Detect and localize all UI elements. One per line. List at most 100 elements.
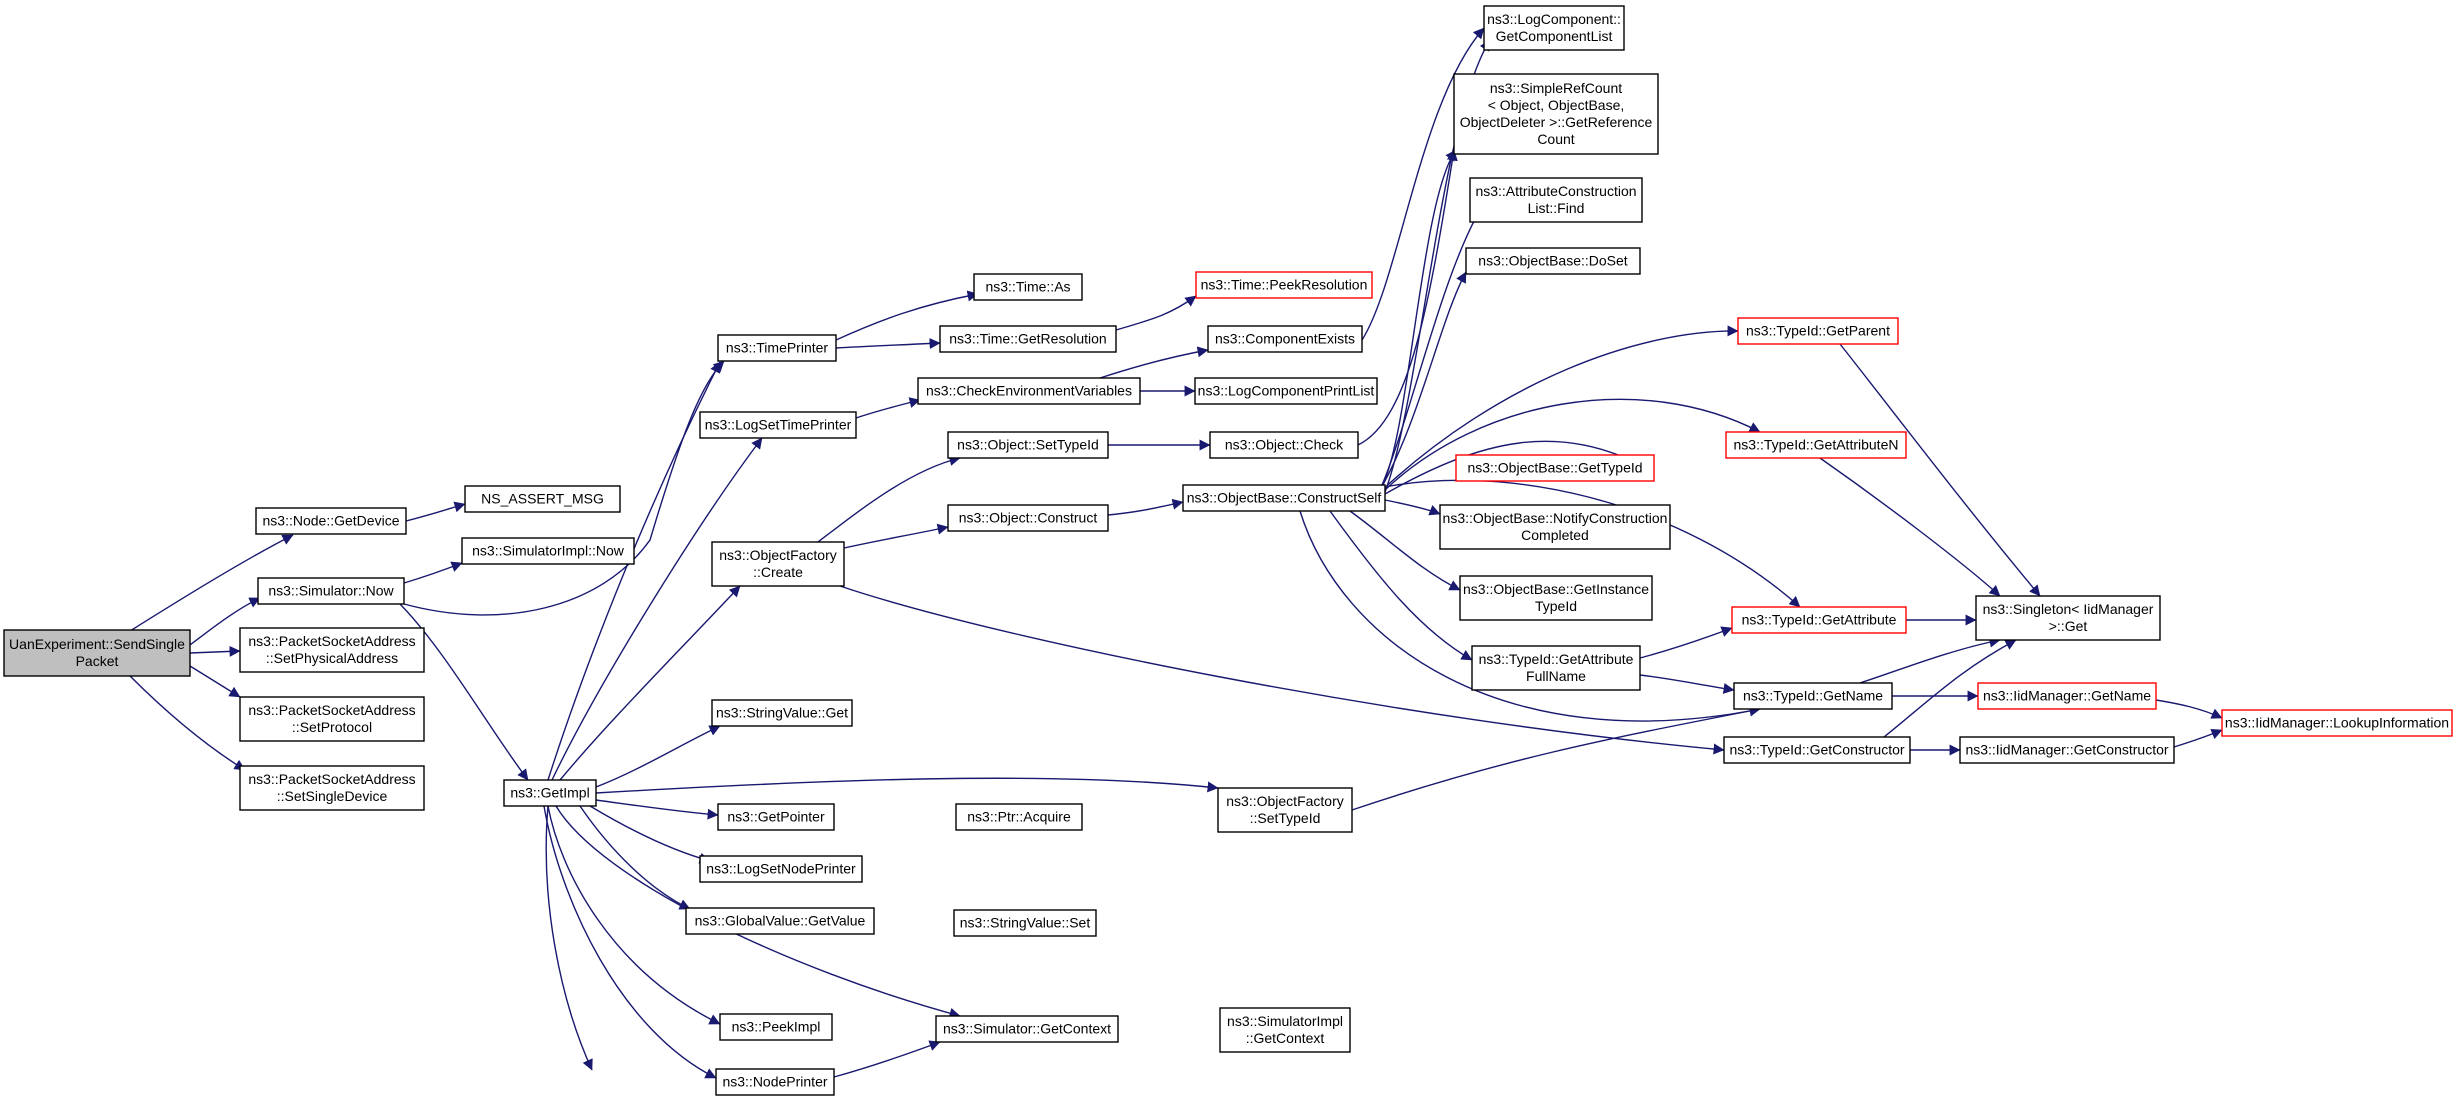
graph-node-psa-single[interactable]: ns3::PacketSocketAddress::SetSingleDevic… bbox=[239, 765, 425, 811]
graph-node-assert[interactable]: NS_ASSERT_MSG bbox=[464, 485, 621, 513]
graph-node-iid-getname[interactable]: ns3::IidManager::GetName bbox=[1977, 682, 2157, 710]
graph-node-tid-getattrn[interactable]: ns3::TypeId::GetAttributeN bbox=[1725, 431, 1907, 459]
graph-node-obj-settypeid[interactable]: ns3::Object::SetTypeId bbox=[947, 431, 1109, 459]
graph-node-simimpl-now[interactable]: ns3::SimulatorImpl::Now bbox=[461, 537, 635, 565]
node-box[interactable] bbox=[1731, 606, 1907, 634]
node-box[interactable] bbox=[503, 779, 597, 807]
node-box[interactable] bbox=[947, 504, 1109, 532]
graph-node-singleton-get[interactable]: ns3::Singleton< IidManager>::Get bbox=[1975, 595, 2161, 641]
graph-node-simplerefcount[interactable]: ns3::SimpleRefCount< Object, ObjectBase,… bbox=[1453, 73, 1659, 155]
node-box[interactable] bbox=[239, 696, 425, 742]
node-box[interactable] bbox=[1733, 682, 1893, 710]
graph-node-logcompprintlist[interactable]: ns3::LogComponentPrintList bbox=[1194, 377, 1378, 405]
node-box[interactable] bbox=[917, 377, 1141, 405]
graph-node-ob-doset[interactable]: ns3::ObjectBase::DoSet bbox=[1465, 247, 1641, 275]
graph-node-psa-phys[interactable]: ns3::PacketSocketAddress::SetPhysicalAdd… bbox=[239, 627, 425, 673]
node-box[interactable] bbox=[711, 699, 853, 727]
node-box[interactable] bbox=[719, 1013, 833, 1041]
node-box[interactable] bbox=[2221, 709, 2453, 737]
graph-node-sim-getcontext[interactable]: ns3::Simulator::GetContext bbox=[935, 1015, 1119, 1043]
node-box[interactable] bbox=[955, 803, 1083, 831]
node-box[interactable] bbox=[699, 411, 857, 439]
graph-node-sim-now[interactable]: ns3::Simulator::Now bbox=[257, 577, 405, 605]
node-box[interactable] bbox=[935, 1015, 1119, 1043]
graph-node-psa-proto[interactable]: ns3::PacketSocketAddress::SetProtocol bbox=[239, 696, 425, 742]
node-box[interactable] bbox=[1182, 484, 1386, 512]
graph-node-time-getres[interactable]: ns3::Time::GetResolution bbox=[939, 325, 1117, 353]
graph-node-tid-getparent[interactable]: ns3::TypeId::GetParent bbox=[1737, 317, 1899, 345]
node-box[interactable] bbox=[1194, 377, 1378, 405]
graph-node-ptr-acquire[interactable]: ns3::Ptr::Acquire bbox=[955, 803, 1083, 831]
node-box[interactable] bbox=[255, 507, 407, 535]
graph-node-getpointer[interactable]: ns3::GetPointer bbox=[717, 803, 835, 831]
graph-node-compexists[interactable]: ns3::ComponentExists bbox=[1207, 325, 1363, 353]
node-box[interactable] bbox=[1217, 787, 1353, 833]
node-box[interactable] bbox=[939, 325, 1117, 353]
graph-node-logsettimeprinter[interactable]: ns3::LogSetTimePrinter bbox=[699, 411, 857, 439]
node-box[interactable] bbox=[717, 803, 835, 831]
graph-node-tid-getname[interactable]: ns3::TypeId::GetName bbox=[1733, 682, 1893, 710]
node-box[interactable] bbox=[711, 541, 845, 587]
graph-node-peekimpl[interactable]: ns3::PeekImpl bbox=[719, 1013, 833, 1041]
node-box[interactable] bbox=[464, 485, 621, 513]
graph-node-simimpl-getcontext[interactable]: ns3::SimulatorImpl::GetContext bbox=[1219, 1007, 1351, 1053]
node-box[interactable] bbox=[257, 577, 405, 605]
node-box[interactable] bbox=[1723, 736, 1911, 764]
node-box[interactable] bbox=[953, 909, 1097, 937]
graph-node-ob-constructself[interactable]: ns3::ObjectBase::ConstructSelf bbox=[1182, 484, 1386, 512]
node-box[interactable] bbox=[1959, 736, 2175, 764]
graph-node-objfactory-create[interactable]: ns3::ObjectFactory::Create bbox=[711, 541, 845, 587]
node-box[interactable] bbox=[1465, 247, 1641, 275]
node-box[interactable] bbox=[1471, 645, 1641, 691]
graph-node-getimpl[interactable]: ns3::GetImpl bbox=[503, 779, 597, 807]
node-box[interactable] bbox=[3, 629, 191, 677]
graph-node-timeprinter[interactable]: ns3::TimePrinter bbox=[717, 334, 837, 362]
node-box[interactable] bbox=[947, 431, 1109, 459]
graph-node-of-settypeid[interactable]: ns3::ObjectFactory::SetTypeId bbox=[1217, 787, 1353, 833]
node-box[interactable] bbox=[1453, 73, 1659, 155]
graph-node-ob-gettypeid[interactable]: ns3::ObjectBase::GetTypeId bbox=[1455, 454, 1655, 482]
node-box[interactable] bbox=[1459, 575, 1653, 621]
graph-node-sv-set[interactable]: ns3::StringValue::Set bbox=[953, 909, 1097, 937]
graph-node-logcomp-getlist[interactable]: ns3::LogComponent::GetComponentList bbox=[1483, 5, 1625, 51]
node-box[interactable] bbox=[973, 273, 1083, 301]
graph-node-nodeprinter[interactable]: ns3::NodePrinter bbox=[715, 1068, 835, 1096]
node-box[interactable] bbox=[699, 855, 863, 883]
node-box[interactable] bbox=[1977, 682, 2157, 710]
graph-node-peekres[interactable]: ns3::Time::PeekResolution bbox=[1195, 271, 1373, 299]
node-box[interactable] bbox=[239, 627, 425, 673]
node-box[interactable] bbox=[1439, 504, 1671, 550]
node-box[interactable] bbox=[1219, 1007, 1351, 1053]
node-box[interactable] bbox=[1483, 5, 1625, 51]
node-box[interactable] bbox=[1209, 431, 1359, 459]
node-box[interactable] bbox=[1737, 317, 1899, 345]
graph-node-stringvalue-get[interactable]: ns3::StringValue::Get bbox=[711, 699, 853, 727]
node-box[interactable] bbox=[1469, 177, 1643, 223]
graph-node-ob-notify[interactable]: ns3::ObjectBase::NotifyConstructionCompl… bbox=[1439, 504, 1671, 550]
node-box[interactable] bbox=[1455, 454, 1655, 482]
node-box[interactable] bbox=[717, 334, 837, 362]
node-box[interactable] bbox=[1195, 271, 1373, 299]
graph-node-tid-getconstructor[interactable]: ns3::TypeId::GetConstructor bbox=[1723, 736, 1911, 764]
node-box[interactable] bbox=[685, 907, 875, 935]
graph-node-iid-getconstructor[interactable]: ns3::IidManager::GetConstructor bbox=[1959, 736, 2175, 764]
graph-node-checkenv[interactable]: ns3::CheckEnvironmentVariables bbox=[917, 377, 1141, 405]
graph-node-iid-lookup[interactable]: ns3::IidManager::LookupInformation bbox=[2221, 709, 2453, 737]
graph-node-time-as[interactable]: ns3::Time::As bbox=[973, 273, 1083, 301]
graph-node-obj-construct[interactable]: ns3::Object::Construct bbox=[947, 504, 1109, 532]
graph-node-gv-getvalue[interactable]: ns3::GlobalValue::GetValue bbox=[685, 907, 875, 935]
graph-node-obj-check[interactable]: ns3::Object::Check bbox=[1209, 431, 1359, 459]
graph-node-node-getdevice[interactable]: ns3::Node::GetDevice bbox=[255, 507, 407, 535]
node-box[interactable] bbox=[239, 765, 425, 811]
node-box[interactable] bbox=[1207, 325, 1363, 353]
node-box[interactable] bbox=[1725, 431, 1907, 459]
node-box[interactable] bbox=[1975, 595, 2161, 641]
graph-node-tid-getattr[interactable]: ns3::TypeId::GetAttribute bbox=[1731, 606, 1907, 634]
graph-node-logsetnodeprinter[interactable]: ns3::LogSetNodePrinter bbox=[699, 855, 863, 883]
node-box[interactable] bbox=[461, 537, 635, 565]
node-box[interactable] bbox=[715, 1068, 835, 1096]
